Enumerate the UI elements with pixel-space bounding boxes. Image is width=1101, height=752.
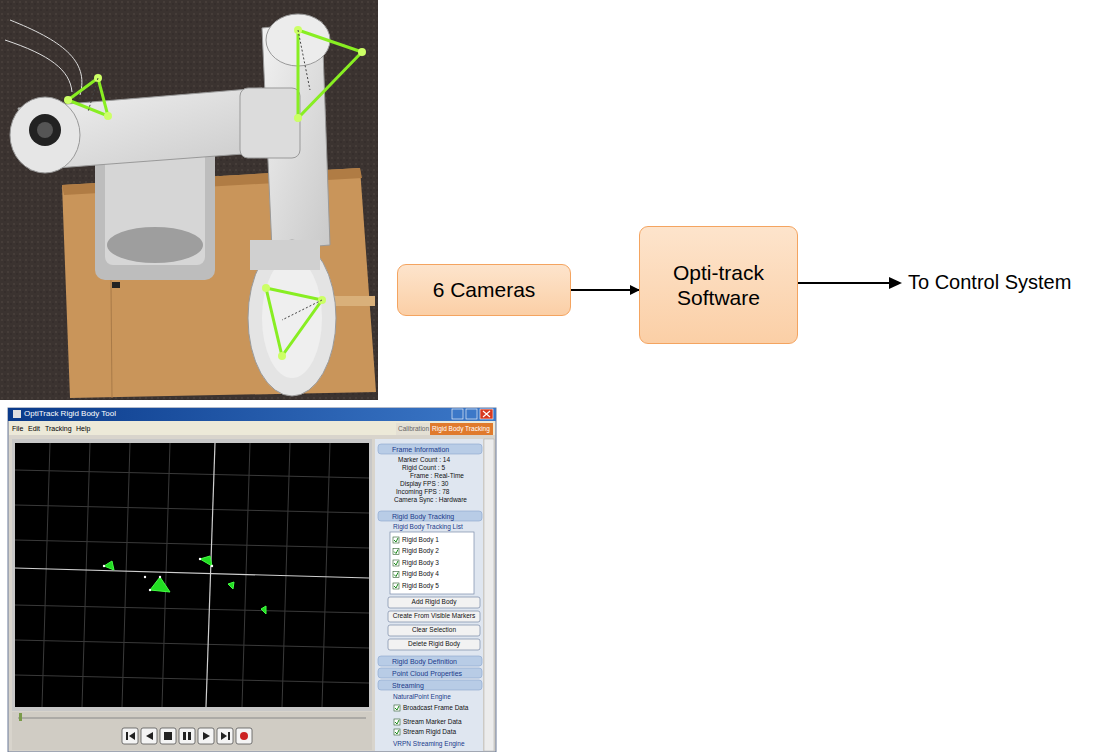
ui-text: Frame Information — [392, 446, 449, 453]
ui-text: Edit — [28, 425, 40, 432]
ui-text: Rigid Body Tracking List — [393, 524, 463, 531]
ui-text: Rigid Count : 5 — [402, 465, 445, 472]
ui-text: Broadcast Frame Data — [403, 705, 468, 712]
ui-text: Rigid Body 2 — [402, 548, 439, 555]
process-box: 6 Cameras — [397, 264, 571, 316]
ui-text: Add Rigid Body — [388, 599, 480, 606]
ui-text: Tracking — [45, 425, 72, 432]
ui-text: VRPN Streaming Engine — [393, 741, 465, 748]
ui-text: Display FPS : 30 — [400, 481, 448, 488]
ui-text: Camera Sync : Hardware — [394, 497, 467, 504]
ui-text: Rigid Body 3 — [402, 560, 439, 567]
output-label: To Control System — [908, 272, 1071, 292]
ui-text: Stream Rigid Data — [403, 729, 456, 736]
box-label: Opti-track Software — [650, 260, 787, 310]
ui-text: Streaming — [392, 682, 424, 689]
ui-text: Rigid Body 5 — [402, 583, 439, 590]
ui-text: Rigid Body Definition — [392, 658, 457, 665]
ui-text: Clear Selection — [388, 627, 480, 634]
ui-text: Rigid Body Tracking — [392, 513, 454, 520]
ui-text: NaturalPoint Engine — [393, 694, 451, 701]
ui-text: Help — [76, 425, 90, 432]
process-box: Opti-track Software — [639, 226, 798, 344]
ui-text: Marker Count : 14 — [398, 457, 450, 464]
ui-text: OptiTrack Rigid Body Tool — [24, 410, 116, 418]
ui-text: Point Cloud Properties — [392, 670, 462, 677]
ui-text: Rigid Body 4 — [402, 571, 439, 578]
box-label: 6 Cameras — [433, 277, 536, 302]
robot-photo — [0, 0, 380, 402]
ui-text: Calibration — [398, 426, 429, 433]
ui-text: Frame : Real-Time — [410, 473, 464, 480]
ui-text: Incoming FPS : 78 — [396, 489, 449, 496]
ui-text: Delete Rigid Body — [388, 641, 480, 648]
ui-text: Rigid Body 1 — [402, 537, 439, 544]
ui-text: Stream Marker Data — [403, 719, 462, 726]
ui-text: File — [12, 425, 23, 432]
ui-text: Rigid Body Tracking — [432, 426, 490, 433]
ui-text: Create From Visible Markers — [388, 613, 480, 620]
flow-arrow — [571, 289, 639, 291]
